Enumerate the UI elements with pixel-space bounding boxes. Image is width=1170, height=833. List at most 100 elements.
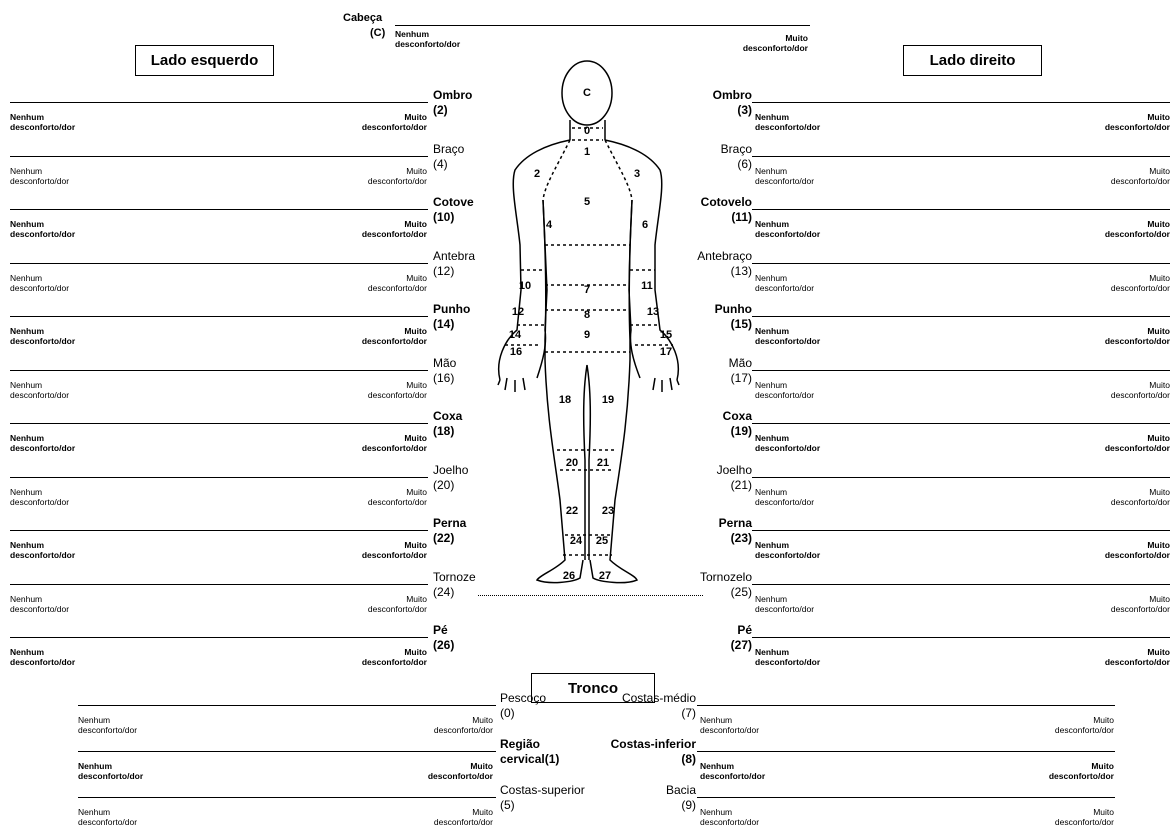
- body-region-label-26[interactable]: 26: [563, 570, 575, 582]
- body-region-label-1[interactable]: 1: [584, 146, 590, 158]
- left-row-8-none-label: Nenhumdesconforto/dor: [10, 540, 75, 560]
- body-region-label-25[interactable]: 25: [596, 535, 608, 547]
- body-region-label-16[interactable]: 16: [510, 346, 522, 358]
- left-row-4-none-2: desconforto/dor: [10, 336, 75, 346]
- left-row-7-scale-line[interactable]: [10, 477, 428, 478]
- right-row-6-much-2: desconforto/dor: [1060, 443, 1170, 453]
- body-region-label-21[interactable]: 21: [597, 457, 609, 469]
- body-region-label-15[interactable]: 15: [660, 329, 672, 341]
- right-row-1-scale-line[interactable]: [752, 156, 1170, 157]
- body-region-label-4[interactable]: 4: [546, 219, 553, 231]
- left-row-4-scale-line[interactable]: [10, 316, 428, 317]
- body-region-label-C[interactable]: C: [583, 87, 591, 99]
- right-row-7-much-label: Muitodesconforto/dor: [1060, 487, 1170, 507]
- body-region-label-12[interactable]: 12: [512, 306, 524, 318]
- trunk-left-2-scale-line[interactable]: [78, 797, 496, 798]
- body-region-label-0[interactable]: 0: [584, 125, 590, 137]
- right-row-2-scale-line[interactable]: [752, 209, 1170, 210]
- left-row-9-much-label: Muitodesconforto/dor: [317, 594, 427, 614]
- left-row-2-none-1: Nenhum: [10, 219, 75, 229]
- left-row-7-none-2: desconforto/dor: [10, 497, 69, 507]
- left-row-2-name: Cotove: [433, 196, 474, 209]
- right-row-3-much-label: Muitodesconforto/dor: [1060, 273, 1170, 293]
- left-row-5-none-2: desconforto/dor: [10, 390, 69, 400]
- left-row-1-much-1: Muito: [317, 166, 427, 176]
- left-row-8-scale-line[interactable]: [10, 530, 428, 531]
- body-region-label-20[interactable]: 20: [566, 457, 578, 469]
- body-region-label-22[interactable]: 22: [566, 505, 578, 517]
- left-row-6-much-1: Muito: [317, 433, 427, 443]
- trunk-right-1-scale-line[interactable]: [697, 751, 1115, 752]
- right-row-6-scale-line[interactable]: [752, 423, 1170, 424]
- body-region-label-2[interactable]: 2: [534, 168, 540, 180]
- trunk-left-0-scale-line[interactable]: [78, 705, 496, 706]
- left-row-5-much-label: Muitodesconforto/dor: [317, 380, 427, 400]
- body-region-label-14[interactable]: 14: [509, 329, 522, 341]
- body-region-label-24[interactable]: 24: [570, 535, 583, 547]
- left-row-2-code: (10): [433, 211, 454, 224]
- body-region-label-19[interactable]: 19: [602, 394, 614, 406]
- left-row-7-none-1: Nenhum: [10, 487, 69, 497]
- trunk-left-0-none-label: Nenhumdesconforto/dor: [78, 715, 137, 735]
- right-row-3-much-1: Muito: [1060, 273, 1170, 283]
- left-row-1-none-1: Nenhum: [10, 166, 69, 176]
- right-row-4-much-label: Muitodesconforto/dor: [1060, 326, 1170, 346]
- left-row-1-scale-line[interactable]: [10, 156, 428, 157]
- left-row-4-none-1: Nenhum: [10, 326, 75, 336]
- trunk-right-0-scale-line[interactable]: [697, 705, 1115, 706]
- right-row-10-scale-line[interactable]: [752, 637, 1170, 638]
- left-row-10-much-label: Muitodesconforto/dor: [317, 647, 427, 667]
- body-region-label-17[interactable]: 17: [660, 346, 672, 358]
- body-region-label-3[interactable]: 3: [634, 168, 640, 180]
- body-region-label-9[interactable]: 9: [584, 329, 590, 341]
- right-row-5-none-label: Nenhumdesconforto/dor: [755, 380, 814, 400]
- left-row-5-none-1: Nenhum: [10, 380, 69, 390]
- trunk-left-1-much-1: Muito: [383, 761, 493, 771]
- right-row-6-none-1: Nenhum: [755, 433, 820, 443]
- body-region-label-5[interactable]: 5: [584, 196, 590, 208]
- left-row-0-scale-line[interactable]: [10, 102, 428, 103]
- right-row-7-scale-line[interactable]: [752, 477, 1170, 478]
- left-row-5-scale-line[interactable]: [10, 370, 428, 371]
- right-row-3-scale-line[interactable]: [752, 263, 1170, 264]
- left-row-8-much-1: Muito: [317, 540, 427, 550]
- left-row-2-scale-line[interactable]: [10, 209, 428, 210]
- body-region-label-18[interactable]: 18: [559, 394, 571, 406]
- right-row-5-much-2: desconforto/dor: [1060, 390, 1170, 400]
- body-region-label-7[interactable]: 7: [584, 284, 590, 296]
- head-line[interactable]: [395, 25, 810, 26]
- body-region-label-6[interactable]: 6: [642, 219, 648, 231]
- trunk-left-1-none-1: Nenhum: [78, 761, 143, 771]
- body-region-label-27[interactable]: 27: [599, 570, 611, 582]
- right-row-9-scale-line[interactable]: [752, 584, 1170, 585]
- left-row-2-none-label: Nenhumdesconforto/dor: [10, 219, 75, 239]
- trunk-left-1-scale-line[interactable]: [78, 751, 496, 752]
- body-region-label-23[interactable]: 23: [602, 505, 614, 517]
- right-row-6-none-label: Nenhumdesconforto/dor: [755, 433, 820, 453]
- left-row-3-scale-line[interactable]: [10, 263, 428, 264]
- right-row-8-scale-line[interactable]: [752, 530, 1170, 531]
- right-row-10-much-label: Muitodesconforto/dor: [1060, 647, 1170, 667]
- trunk-left-2-code: (5): [500, 799, 515, 812]
- trunk-right-0-much-2: desconforto/dor: [1004, 725, 1114, 735]
- left-row-10-scale-line[interactable]: [10, 637, 428, 638]
- right-row-5-scale-line[interactable]: [752, 370, 1170, 371]
- right-row-10-none-2: desconforto/dor: [755, 657, 820, 667]
- right-row-8-much-1: Muito: [1060, 540, 1170, 550]
- left-row-4-much-label: Muitodesconforto/dor: [317, 326, 427, 346]
- right-row-0-scale-line[interactable]: [752, 102, 1170, 103]
- right-row-1-none-2: desconforto/dor: [755, 176, 814, 186]
- left-row-9-scale-line[interactable]: [10, 584, 428, 585]
- trunk-right-2-scale-line[interactable]: [697, 797, 1115, 798]
- left-row-6-scale-line[interactable]: [10, 423, 428, 424]
- body-region-label-10[interactable]: 10: [519, 280, 531, 292]
- right-row-4-scale-line[interactable]: [752, 316, 1170, 317]
- body-region-label-8[interactable]: 8: [584, 309, 590, 321]
- body-region-label-11[interactable]: 11: [641, 280, 653, 292]
- body-region-label-13[interactable]: 13: [647, 306, 659, 318]
